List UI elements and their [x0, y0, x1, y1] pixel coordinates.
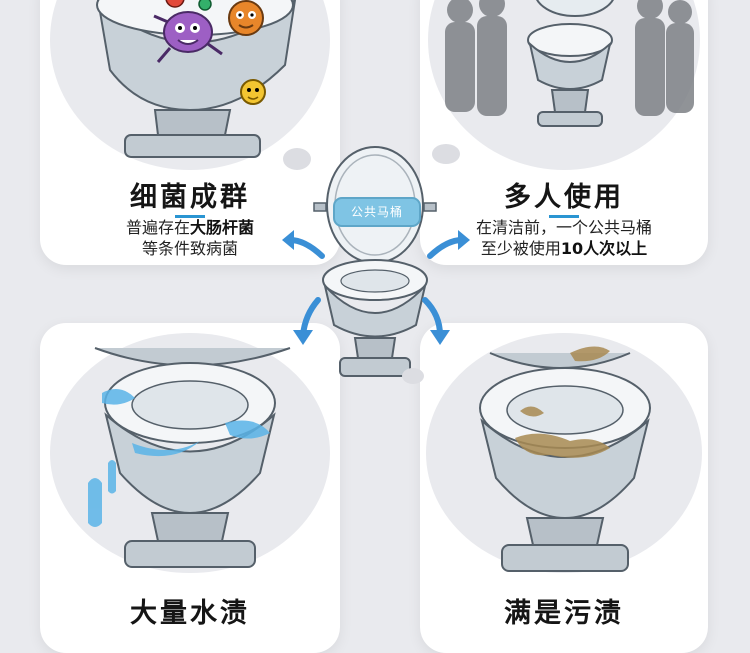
decor-blob [283, 148, 311, 170]
card-description: 普遍存在大肠杆菌 等条件致病菌 [125, 218, 255, 258]
public-toilet-illustration [313, 146, 437, 377]
germ-purple-icon [153, 11, 223, 63]
card-water: 大量水渍 [40, 323, 340, 653]
card-title: 大量水渍 [130, 598, 250, 629]
card-title: 细菌成群 [130, 182, 250, 213]
germ-red-icon [165, 0, 212, 11]
crowd-silhouette-icon [445, 0, 694, 116]
title-underline [549, 215, 579, 218]
sign-label: 公共马桶 [350, 205, 403, 219]
card-stain: 满是污渍 [420, 323, 708, 653]
card-description: 在清洁前，一个公共马桶 至少被使用10人次以上 [475, 218, 652, 258]
public-toilet-sign [333, 197, 421, 227]
germ-yellow-icon [240, 79, 266, 105]
stain-icon [515, 346, 610, 458]
card-title: 满是污渍 [504, 598, 624, 629]
dirty-toilet-illustration [96, 0, 297, 158]
decor-blob [402, 368, 424, 384]
center-illustration: 公共马桶 [280, 140, 470, 390]
germ-orange-icon [228, 0, 264, 36]
crowd-toilet-illustration [445, 0, 694, 127]
card-title: 多人使用 [504, 182, 624, 213]
title-underline [175, 215, 205, 218]
card-bacteria: 细菌成群 普遍存在大肠杆菌 等条件致病菌 [40, 0, 340, 265]
water-drop-icon [88, 389, 270, 527]
wet-toilet-illustration [88, 347, 291, 568]
stained-toilet-illustration [479, 346, 651, 572]
decor-blob [432, 144, 460, 164]
card-multiuser: 多人使用 在清洁前，一个公共马桶 至少被使用10人次以上 [420, 0, 708, 265]
